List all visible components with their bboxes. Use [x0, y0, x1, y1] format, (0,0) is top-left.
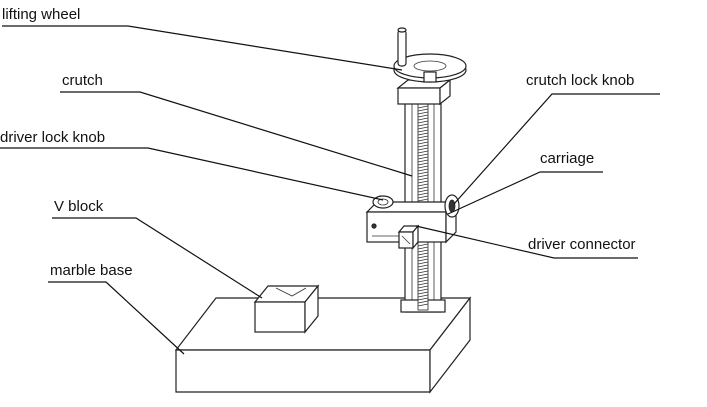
label-v-block: V block — [54, 198, 104, 215]
thread-line — [417, 147, 429, 151]
label-carriage: carriage — [540, 150, 595, 167]
thread-line — [417, 249, 429, 253]
thread-line — [417, 198, 429, 202]
thread-line — [417, 105, 429, 109]
leader-carriage — [447, 171, 603, 215]
thread-line — [417, 279, 429, 283]
thread-line — [417, 261, 429, 265]
thread-line — [417, 162, 429, 166]
thread-line — [417, 174, 429, 178]
label-lifting-wheel: lifting wheel — [2, 6, 81, 23]
crutch-lock-knob — [444, 194, 460, 218]
label-driver-connector: driver connector — [528, 236, 636, 253]
thread-line — [417, 180, 429, 184]
driver-connector — [397, 224, 420, 250]
thread-line — [417, 288, 429, 292]
thread-line — [417, 177, 429, 181]
leader-marble-base — [48, 281, 185, 355]
label-marble-base: marble base — [50, 262, 133, 279]
top-cap — [396, 78, 452, 106]
thread-line — [417, 153, 429, 157]
leader-driver-lock-knob — [0, 147, 384, 201]
thread-line — [417, 246, 429, 250]
driver-lock-knob — [372, 195, 394, 209]
v-block — [253, 284, 320, 334]
thread-line — [417, 129, 429, 133]
thread-line — [417, 120, 429, 124]
thread-line — [417, 144, 429, 148]
thread-line — [417, 270, 429, 274]
thread-line — [417, 117, 429, 121]
thread-line — [417, 276, 429, 280]
thread-line — [417, 243, 429, 247]
leader-lifting-wheel — [2, 25, 403, 71]
thread-line — [417, 255, 429, 259]
thread-line — [417, 159, 429, 163]
lifting-wheel — [393, 27, 467, 83]
thread-line — [417, 135, 429, 139]
thread-line — [417, 282, 429, 286]
thread-line — [417, 141, 429, 145]
thread-line — [417, 297, 429, 301]
thread-line — [417, 291, 429, 295]
leader-driver-connector — [415, 225, 638, 259]
thread-line — [417, 108, 429, 112]
label-driver-lock-knob: driver lock knob — [0, 129, 106, 146]
thread-line — [417, 183, 429, 187]
thread-line — [417, 300, 429, 304]
thread-line — [417, 150, 429, 154]
marble-base — [174, 296, 472, 394]
thread-line — [417, 189, 429, 193]
thread-line — [417, 252, 429, 256]
thread-line — [417, 111, 429, 115]
label-crutch: crutch — [62, 72, 103, 89]
thread-line — [417, 294, 429, 298]
thread-line — [417, 126, 429, 130]
thread-line — [417, 114, 429, 118]
thread-line — [417, 186, 429, 190]
thread-line — [417, 156, 429, 160]
thread-line — [417, 267, 429, 271]
thread-line — [417, 273, 429, 277]
leader-lines — [0, 25, 660, 355]
thread-line — [417, 171, 429, 175]
thread-line — [417, 285, 429, 289]
thread-line — [417, 264, 429, 268]
thread-line — [417, 192, 429, 196]
leader-crutch-lock-knob — [453, 93, 660, 205]
wheel-handle — [397, 27, 407, 67]
thread-line — [417, 168, 429, 172]
thread-line — [417, 132, 429, 136]
label-crutch-lock-knob: crutch lock knob — [526, 72, 635, 89]
thread-line — [417, 138, 429, 142]
thread-line — [417, 123, 429, 127]
thread-line — [417, 165, 429, 169]
thread-line — [417, 195, 429, 199]
thread-line — [417, 258, 429, 262]
leader-v-block — [52, 217, 263, 299]
screw-threads — [417, 105, 429, 307]
leader-crutch — [60, 91, 413, 177]
thread-line — [417, 303, 429, 307]
